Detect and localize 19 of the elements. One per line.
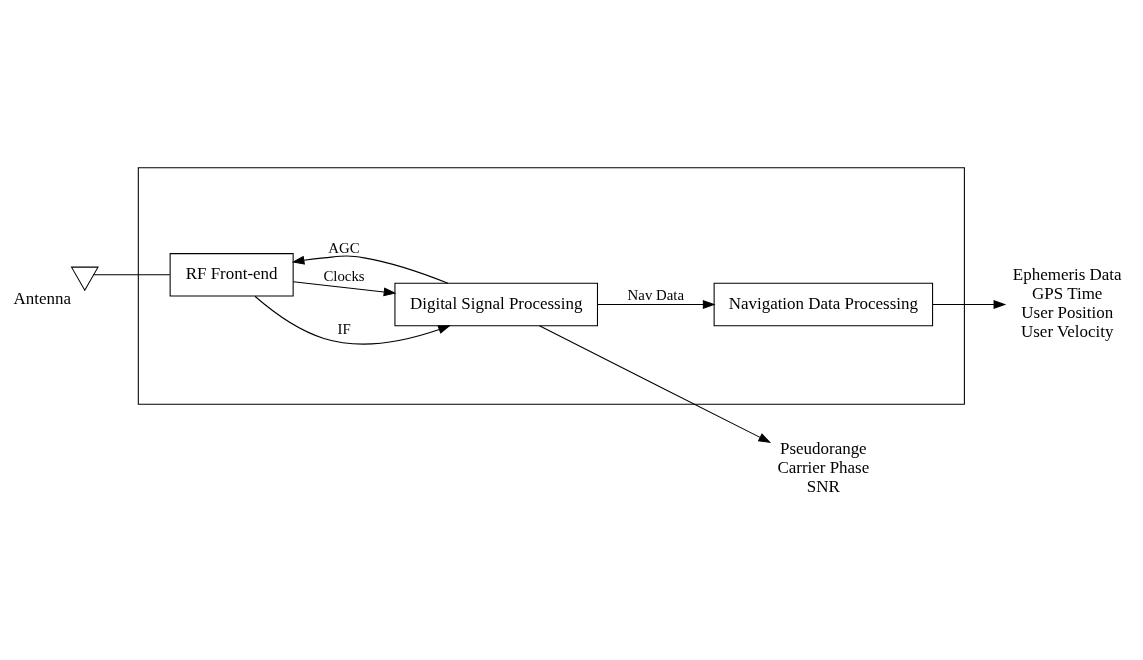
- node-box: RF Front-end: [169, 252, 294, 297]
- edge-label: Nav Data: [627, 286, 685, 303]
- node-label: Antenna: [13, 288, 72, 308]
- edge-label: Clocks: [323, 267, 365, 284]
- arrow: [538, 324, 772, 443]
- connector: [93, 273, 171, 275]
- arrow: [597, 299, 716, 309]
- edge-label: IF: [337, 320, 351, 337]
- node-text: Ephemeris Data GPS Time User Position User Velocity: [1012, 264, 1122, 341]
- cluster: [137, 166, 965, 405]
- node-box: Digital Signal Processing: [394, 282, 598, 326]
- node-text: Pseudorange Carrier Phase SNR: [777, 438, 870, 496]
- arrow: [292, 280, 397, 296]
- arrow: [932, 299, 1007, 309]
- arrow: [291, 255, 449, 284]
- node-box: Navigation Data Processing: [713, 282, 934, 326]
- edge-label: AGC: [328, 239, 360, 256]
- node-antenna: [70, 266, 99, 291]
- arrow: [254, 295, 451, 345]
